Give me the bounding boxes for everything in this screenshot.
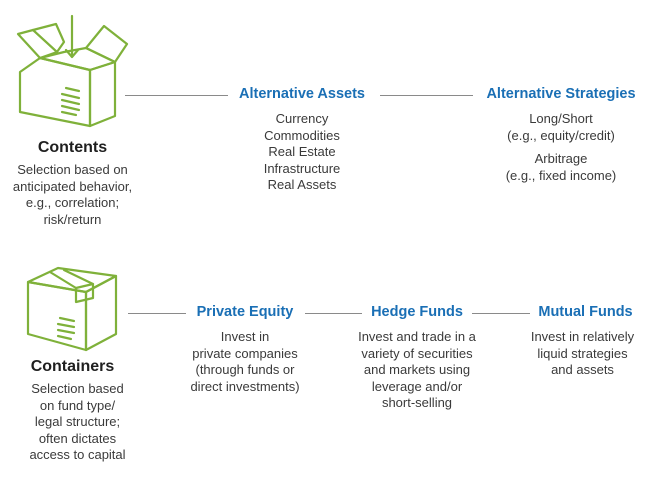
private-equity-line: Invest in	[220, 329, 270, 344]
containers-description-line: Selection based	[31, 381, 124, 396]
containers-description: Selection based on fund type/ legal stru…	[0, 381, 155, 464]
asset-item: Real Estate	[268, 144, 336, 159]
contents-description-line: Selection based on	[17, 162, 128, 177]
contents-description-line: risk/return	[43, 211, 102, 227]
asset-item: Currency	[275, 111, 329, 126]
containers-title: Containers	[30, 358, 115, 375]
strategy-detail: (e.g., equity/credit)	[507, 127, 615, 143]
mutual-funds-line: liquid strategies	[537, 345, 628, 361]
private-equity-line: direct investments)	[190, 378, 300, 394]
asset-item: Real Assets	[267, 177, 337, 192]
closed-box-icon	[26, 266, 118, 352]
mutual-funds-line: Invest in relatively	[530, 329, 635, 344]
hedge-funds-line: Invest and trade in a	[358, 329, 476, 344]
connector-containers-to-private-equity	[128, 313, 186, 314]
contents-description: Selection based on anticipated behavior,…	[0, 162, 145, 228]
mutual-funds-line: and assets	[551, 362, 614, 377]
containers-description-line: legal structure;	[34, 414, 121, 429]
containers-description-line: access to capital	[29, 447, 126, 462]
strategy-label: Arbitrage	[534, 151, 588, 166]
contents-title: Contents	[37, 139, 108, 156]
asset-item: Commodities	[264, 127, 340, 143]
private-equity-line: (through funds or	[195, 362, 295, 377]
contents-description-line: anticipated behavior,	[12, 178, 133, 194]
strategy-label: Long/Short	[529, 111, 593, 126]
hedge-funds-description: Invest and trade in a variety of securit…	[342, 329, 492, 412]
hedge-funds-line: and markets using	[363, 362, 471, 377]
containers-description-line: often dictates	[38, 430, 117, 446]
asset-item: Infrastructure	[263, 160, 341, 176]
private-equity-line: private companies	[192, 345, 298, 361]
connector-contents-to-assets	[125, 95, 228, 96]
strategy-detail: (e.g., fixed income)	[505, 167, 617, 183]
contents-description-line: e.g., correlation;	[25, 195, 120, 210]
alternative-assets-title: Alternative Assets	[239, 86, 365, 102]
hedge-funds-line: variety of securities	[361, 345, 473, 361]
alternative-strategies-title: Alternative Strategies	[486, 86, 636, 102]
mutual-funds-title: Mutual Funds	[538, 304, 633, 320]
alternative-assets-list: Currency Commodities Real Estate Infrast…	[226, 111, 378, 194]
hedge-funds-title: Hedge Funds	[371, 304, 463, 320]
containers-description-line: on fund type/	[39, 397, 116, 413]
hedge-funds-line: leverage and/or	[371, 378, 463, 394]
hedge-funds-line: short-selling	[381, 395, 453, 410]
private-equity-title: Private Equity	[196, 304, 294, 320]
private-equity-description: Invest in private companies (through fun…	[172, 329, 318, 395]
connector-private-equity-to-hedge-funds	[305, 313, 362, 314]
connector-hedge-funds-to-mutual-funds	[472, 313, 530, 314]
connector-assets-to-strategies	[380, 95, 473, 96]
open-box-with-down-arrow-icon	[16, 14, 129, 128]
alternative-strategies-list: Long/Short (e.g., equity/credit) Arbitra…	[474, 111, 648, 184]
mutual-funds-description: Invest in relatively liquid strategies a…	[515, 329, 650, 379]
